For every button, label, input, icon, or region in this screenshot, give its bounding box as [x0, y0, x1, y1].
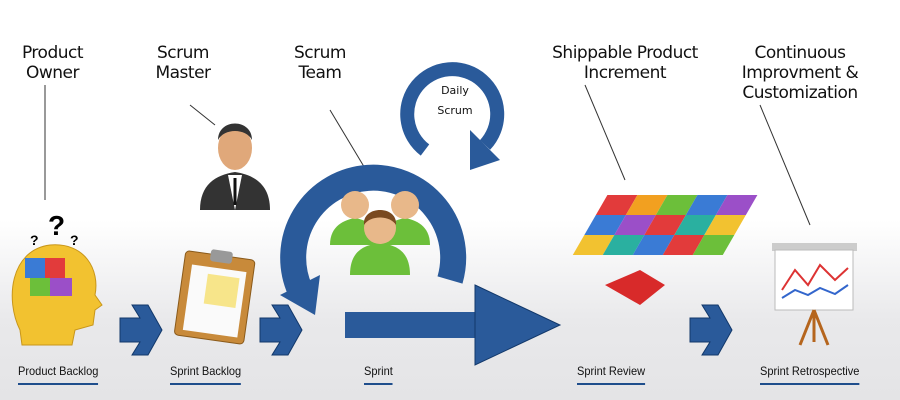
- scrum-master-icon: [200, 123, 270, 210]
- scrum-team-icon: [330, 191, 430, 275]
- cycle-arrowhead-icon: [280, 275, 320, 315]
- sprint-cycle-icon: [280, 164, 490, 338]
- svg-text:?: ?: [48, 210, 65, 241]
- stage-product-backlog: Product Backlog: [18, 364, 99, 385]
- svg-text:?: ?: [70, 232, 79, 248]
- red-puzzle-piece-icon: [605, 270, 665, 305]
- svg-text:?: ?: [30, 232, 39, 248]
- stage-sprint-retrospective: Sprint Retrospective: [760, 364, 860, 385]
- head-puzzle-icon: ???: [11, 210, 103, 346]
- scrum-team-title: Scrum Team: [294, 43, 346, 83]
- daily-scrum-loop-icon: [400, 62, 505, 170]
- arrow-icon: [689, 304, 733, 356]
- daily-scrum-title: Daily Scrum: [437, 84, 473, 117]
- stage-sprint-review: Sprint Review: [577, 364, 646, 385]
- shippable-increment-title: Shippable Product Increment: [552, 43, 698, 83]
- arrow-icon: [119, 304, 163, 356]
- product-owner-title: Product Owner: [21, 43, 84, 83]
- clipboard-icon: [174, 249, 256, 345]
- scrum-master-title: Scrum Master: [155, 43, 211, 83]
- arrow-icon: [259, 304, 303, 356]
- stage-sprint-backlog: Sprint Backlog: [170, 364, 242, 385]
- stage-sprint: Sprint: [364, 364, 393, 385]
- flipchart-icon: [772, 243, 857, 346]
- sprint-arrowhead-icon: [474, 284, 562, 366]
- puzzle-pieces-icon: [572, 195, 758, 255]
- leader-lines: [44, 84, 811, 226]
- continuous-improvement-title: Continuous Improvment & Customization: [741, 43, 859, 103]
- flow-arrows: [119, 304, 733, 356]
